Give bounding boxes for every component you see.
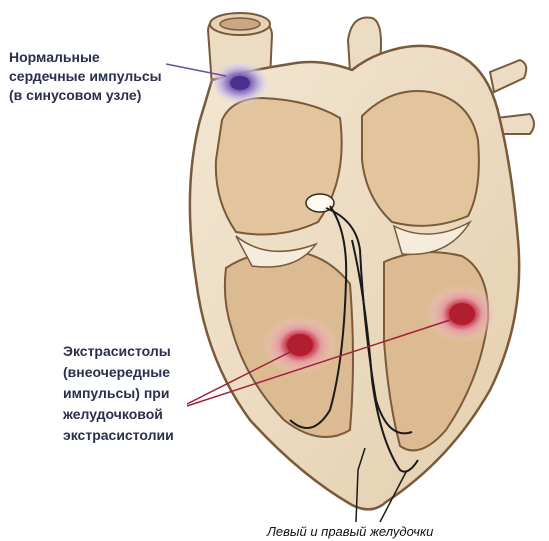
ectopic-focus-left bbox=[449, 303, 475, 325]
normal-impulses-label: Нормальные сердечные импульсы (в синусов… bbox=[9, 48, 162, 105]
extrasystoles-label: Экстрасистолы (внеочередные импульсы) пр… bbox=[63, 341, 174, 446]
left-atrium bbox=[362, 91, 479, 226]
right-atrium bbox=[216, 98, 342, 234]
ventricles-label: Левый и правый желудочки bbox=[267, 524, 433, 539]
left-ventricle bbox=[384, 252, 488, 450]
ectopic-focus-right bbox=[287, 334, 313, 356]
sinus-node bbox=[230, 76, 250, 90]
